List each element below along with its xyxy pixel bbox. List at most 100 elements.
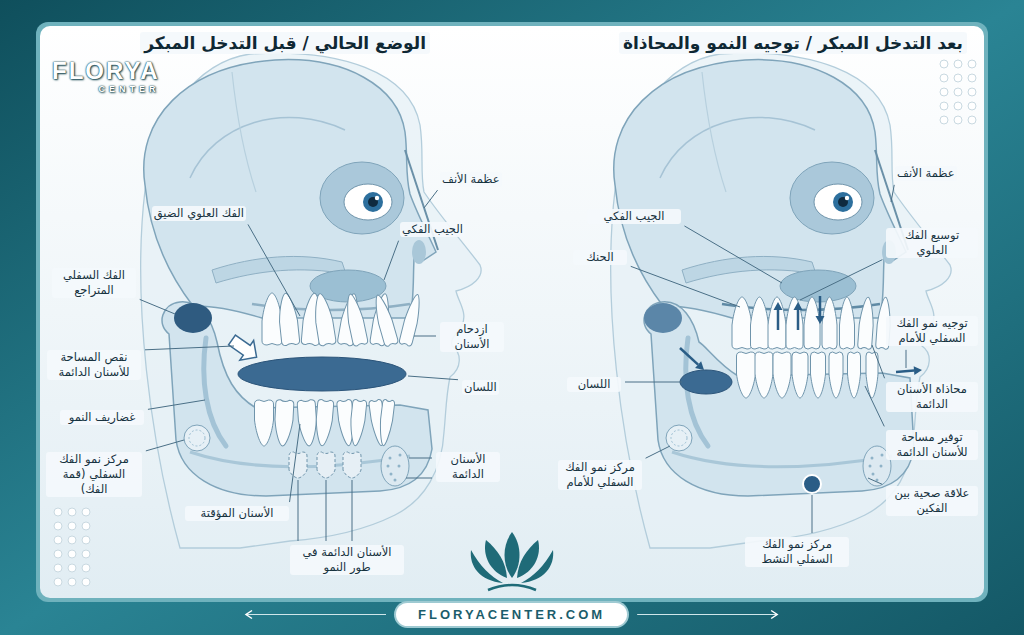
decor-dot — [954, 60, 962, 68]
leader-line — [408, 376, 458, 380]
leader-line — [406, 478, 432, 479]
tooth-bud-dot — [394, 479, 397, 482]
band-line — [637, 614, 777, 615]
condyle-socket — [174, 303, 212, 333]
growth-center-ring — [189, 430, 205, 446]
developing-tooth — [289, 452, 307, 478]
part-label: اللسان — [462, 380, 499, 395]
face-skin — [141, 53, 481, 548]
url-band: FLORYACENTER.COM — [396, 603, 627, 626]
leader-line — [409, 458, 432, 459]
leader-line — [145, 346, 234, 350]
part-label: مركز نمو الفك السفلي النشط — [745, 537, 849, 567]
tooth-bud-dot — [880, 465, 883, 468]
tooth-bud-dot — [398, 465, 401, 468]
guide-arrowhead — [794, 302, 803, 310]
decor-dot — [968, 102, 976, 110]
tooth-bud-dot — [871, 457, 874, 460]
logo-leaf — [521, 550, 553, 583]
decor-dot — [54, 564, 62, 572]
part-label: الفك العلوي الضيق — [152, 206, 246, 221]
condyle-socket — [644, 303, 682, 333]
lower-tooth — [773, 352, 791, 398]
part-label: علاقة صحية بين الفكين — [886, 486, 978, 516]
leader-line — [812, 495, 813, 533]
lower-tooth — [848, 352, 861, 398]
decor-dot — [82, 508, 90, 516]
skull-before — [141, 53, 481, 548]
face-skin — [611, 53, 951, 548]
upper-tooth — [343, 293, 368, 347]
decor-dot — [940, 116, 948, 124]
guide-arrowhead — [816, 316, 825, 324]
band-chevron — [771, 611, 777, 619]
decor-dot — [68, 536, 76, 544]
lower-tooth — [348, 399, 367, 446]
brand-logo-text: FLORYA — [52, 58, 160, 84]
panel-title: بعد التدخل المبكر / توجيه النمو والمحاذا… — [619, 32, 967, 54]
growth-center-ring — [671, 430, 687, 446]
leader-line — [631, 266, 740, 307]
decor-dot — [68, 564, 76, 572]
part-label: الجيب الفكي — [400, 222, 465, 237]
logo-base — [488, 585, 536, 590]
brand-logo-text: CENTER — [99, 85, 160, 95]
decor-dot — [954, 74, 962, 82]
leader-line — [352, 480, 353, 541]
logo-leaf — [485, 540, 507, 578]
upper-tooth — [822, 297, 837, 349]
leader-line — [868, 478, 882, 484]
decor-dot — [954, 116, 962, 124]
maxillary-sinus — [780, 270, 856, 302]
space-arrow — [225, 330, 263, 367]
leader-line — [872, 345, 885, 378]
part-label: اللسان — [567, 377, 621, 392]
decor-dot — [54, 522, 62, 530]
upper-tooth — [371, 293, 399, 347]
part-label: توجيه نمو الفك السفلي للأمام — [886, 316, 978, 346]
decor-dot — [68, 578, 76, 586]
lower-tooth — [255, 400, 274, 446]
suture — [232, 72, 256, 192]
eye-white — [814, 184, 862, 220]
decor-dot — [54, 550, 62, 558]
decor-dot — [940, 102, 948, 110]
eye-glint — [375, 196, 379, 200]
decor-dot — [68, 550, 76, 558]
guide-arrow — [777, 310, 780, 330]
leader-line — [140, 299, 175, 314]
growth-center — [666, 425, 692, 451]
part-label: الحنك — [573, 250, 627, 265]
part-label: الأسنان الدائمة — [436, 452, 500, 482]
leader-line — [326, 480, 327, 541]
upper-tooth — [262, 293, 282, 345]
guide-arrow — [896, 371, 914, 372]
nasal-cavity — [412, 240, 426, 264]
decor-dot — [940, 60, 948, 68]
mandibular-canal — [672, 452, 892, 467]
part-label: مركز نمو الفك السفلي (قمة الفك) — [46, 452, 142, 497]
eye-white — [344, 184, 392, 220]
decor-dot — [68, 522, 76, 530]
guide-arrow — [680, 348, 698, 365]
tooth-bud — [381, 446, 409, 486]
upper-tooth — [277, 292, 300, 346]
upper-tooth — [786, 297, 803, 349]
part-label: الأسنان الدائمة في طور النمو — [290, 545, 404, 575]
tooth-bud-dot — [389, 457, 392, 460]
tongue — [238, 357, 406, 391]
logo-leaf — [471, 550, 503, 583]
suture — [702, 72, 726, 192]
logo-leaf — [505, 532, 520, 578]
decor-dot — [82, 564, 90, 572]
eye-glint — [845, 196, 849, 200]
skull-after — [611, 53, 951, 548]
decor-dot — [968, 88, 976, 96]
lower-tooth — [274, 400, 294, 447]
tooth-bud-dot — [387, 465, 390, 468]
lower-tooth — [755, 352, 773, 398]
